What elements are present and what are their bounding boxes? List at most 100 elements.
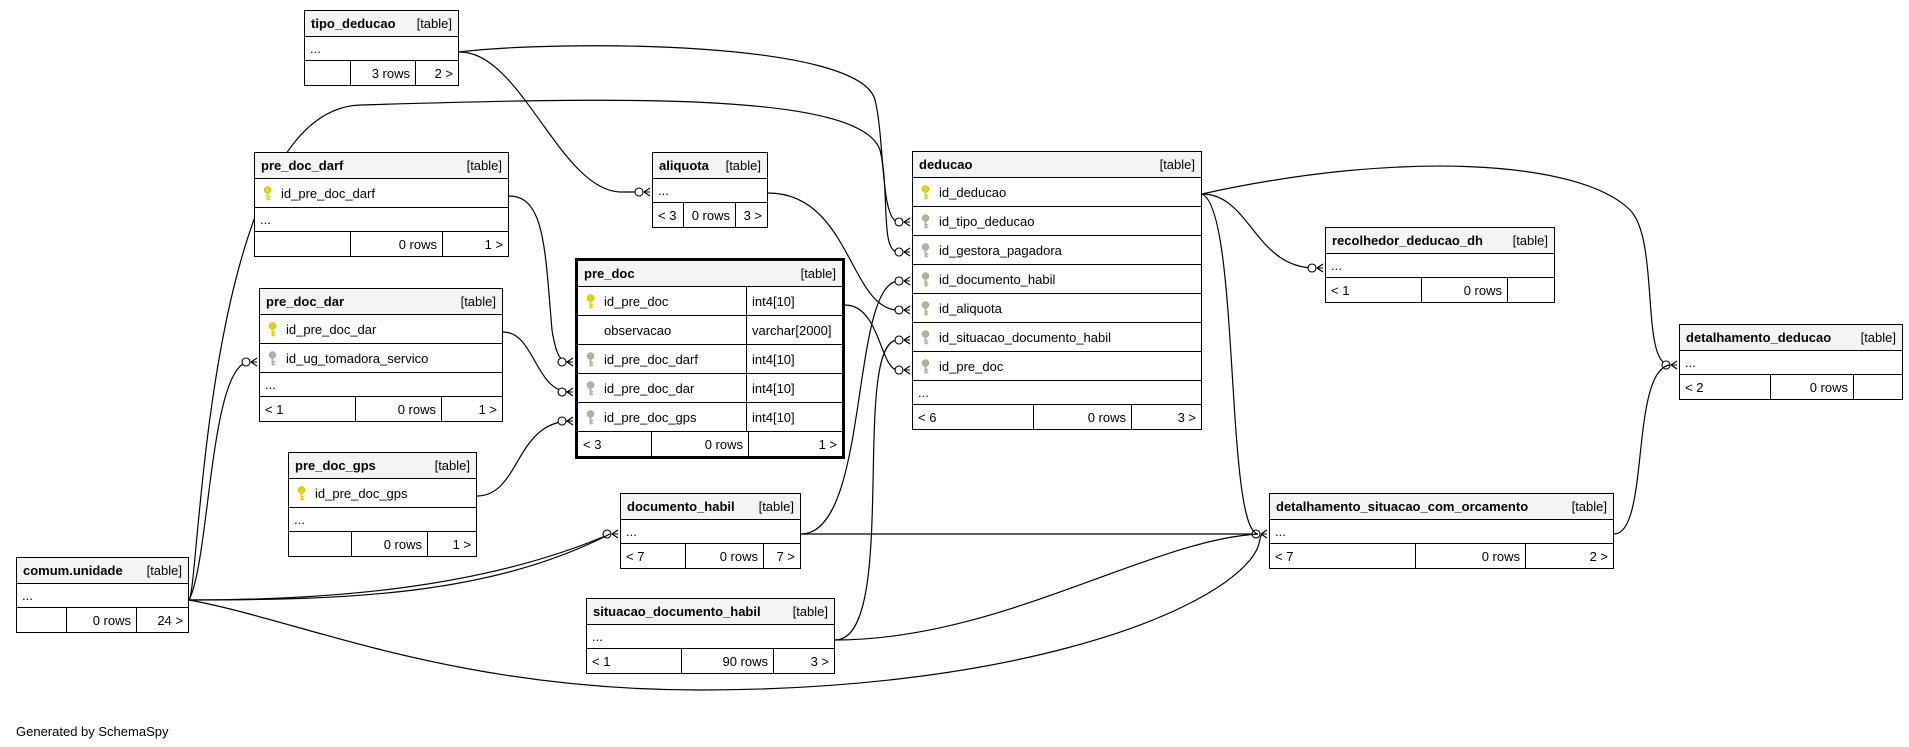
- children-count[interactable]: 1 >: [748, 432, 842, 456]
- children-count[interactable]: 2 >: [415, 61, 458, 85]
- children-count[interactable]: 3 >: [773, 649, 834, 673]
- edge-pre-doc-darf-to-pre-doc: [508, 195, 571, 363]
- table-name: deducao: [919, 157, 973, 172]
- parents-count[interactable]: [305, 61, 350, 85]
- column-name: id_situacao_documento_habil: [939, 329, 1112, 345]
- column-name: id_pre_doc_gps: [315, 485, 408, 501]
- table-header: pre_doc[table]: [578, 261, 842, 287]
- table-detalhamento-situacao-com-orcamento[interactable]: detalhamento_situacao_com_orcamento[tabl…: [1269, 493, 1614, 569]
- table-header: comum.unidade[table]: [17, 558, 188, 584]
- children-count[interactable]: 7 >: [763, 544, 800, 568]
- column-row[interactable]: id_ug_tomadora_servico: [260, 344, 502, 373]
- column-row[interactable]: id_situacao_documento_habil: [913, 323, 1201, 352]
- column-row[interactable]: id_pre_doc_dar: [260, 315, 502, 344]
- crow-foot-marker: [557, 416, 574, 426]
- children-count[interactable]: 24 >: [136, 608, 188, 632]
- parents-count[interactable]: [289, 532, 351, 556]
- children-count[interactable]: 1 >: [442, 232, 508, 256]
- table-header: documento_habil[table]: [621, 494, 800, 520]
- column-type: int4[10]: [746, 345, 842, 373]
- edge-deducao-to-detalhamento-situacao: [1201, 193, 1259, 535]
- parents-count[interactable]: < 1: [265, 401, 284, 417]
- column-row[interactable]: id_aliquota: [913, 294, 1201, 323]
- table-header: detalhamento_situacao_com_orcamento[tabl…: [1270, 494, 1613, 520]
- row-count: 0 rows: [683, 203, 735, 227]
- parents-count[interactable]: < 2: [1685, 379, 1704, 395]
- children-count[interactable]: [1853, 375, 1902, 399]
- edge-detalhamento-situacao-to-detalhamento-deducao: [1613, 364, 1671, 535]
- foreign-key-icon: [583, 380, 597, 396]
- column-row[interactable]: id_gestora_pagadora: [913, 236, 1201, 265]
- more-columns-ellipsis: ...: [260, 212, 271, 227]
- foreign-key-icon: [918, 358, 932, 374]
- foreign-key-icon: [918, 213, 932, 229]
- column-type: varchar[2000]: [746, 316, 842, 344]
- table-type: [table]: [792, 604, 828, 619]
- column-row[interactable]: id_documento_habil: [913, 265, 1201, 294]
- more-columns-ellipsis: ...: [626, 524, 637, 539]
- table-name: recolhedor_deducao_dh: [1332, 233, 1483, 248]
- table-type: [table]: [434, 458, 470, 473]
- table-pre-doc-gps[interactable]: pre_doc_gps[table]id_pre_doc_gps...0 row…: [288, 452, 477, 557]
- generated-by-credit: Generated by SchemaSpy: [16, 724, 169, 739]
- children-count[interactable]: 1 >: [427, 532, 476, 556]
- crow-foot-marker: [894, 335, 911, 345]
- more-columns-ellipsis: ...: [294, 512, 305, 527]
- column-row[interactable]: id_pre_doc_darf: [255, 179, 508, 208]
- foreign-key-icon: [583, 409, 597, 425]
- column-row[interactable]: id_pre_doc_gps: [289, 479, 476, 508]
- table-type: [table]: [146, 563, 182, 578]
- parents-count[interactable]: < 7: [626, 548, 645, 564]
- children-count[interactable]: 2 >: [1525, 544, 1613, 568]
- parents-count[interactable]: < 6: [918, 409, 937, 425]
- table-type: [table]: [1571, 499, 1607, 514]
- crow-foot-marker: [557, 387, 574, 397]
- row-count: 0 rows: [355, 397, 441, 421]
- parents-count[interactable]: < 7: [1275, 548, 1294, 564]
- foreign-key-icon: [265, 350, 279, 366]
- column-row[interactable]: id_tipo_deducao: [913, 207, 1201, 236]
- table-pre-doc-darf[interactable]: pre_doc_darf[table]id_pre_doc_darf...0 r…: [254, 152, 509, 257]
- column-row[interactable]: id_pre_doc: [913, 352, 1201, 381]
- more-columns-ellipsis: ...: [310, 41, 321, 56]
- row-count: 0 rows: [651, 432, 748, 456]
- column-row[interactable]: id_deducao: [913, 178, 1201, 207]
- parents-count[interactable]: < 1: [592, 653, 611, 669]
- children-count[interactable]: 3 >: [1131, 405, 1201, 429]
- parents-count[interactable]: [255, 232, 350, 256]
- table-header: pre_doc_dar[table]: [260, 289, 502, 315]
- row-count: 0 rows: [1415, 544, 1525, 568]
- children-count[interactable]: [1507, 278, 1554, 302]
- parents-count[interactable]: [17, 608, 66, 632]
- table-header: deducao[table]: [913, 152, 1201, 178]
- table-name: situacao_documento_habil: [593, 604, 761, 619]
- children-count[interactable]: 1 >: [441, 397, 502, 421]
- parents-count[interactable]: < 3: [658, 207, 677, 223]
- parents-count[interactable]: < 3: [583, 436, 602, 452]
- table-name: pre_doc_dar: [266, 294, 345, 309]
- table-header: recolhedor_deducao_dh[table]: [1326, 228, 1554, 254]
- foreign-key-icon: [918, 329, 932, 345]
- parents-count[interactable]: < 1: [1331, 282, 1350, 298]
- children-count[interactable]: 3 >: [735, 203, 767, 227]
